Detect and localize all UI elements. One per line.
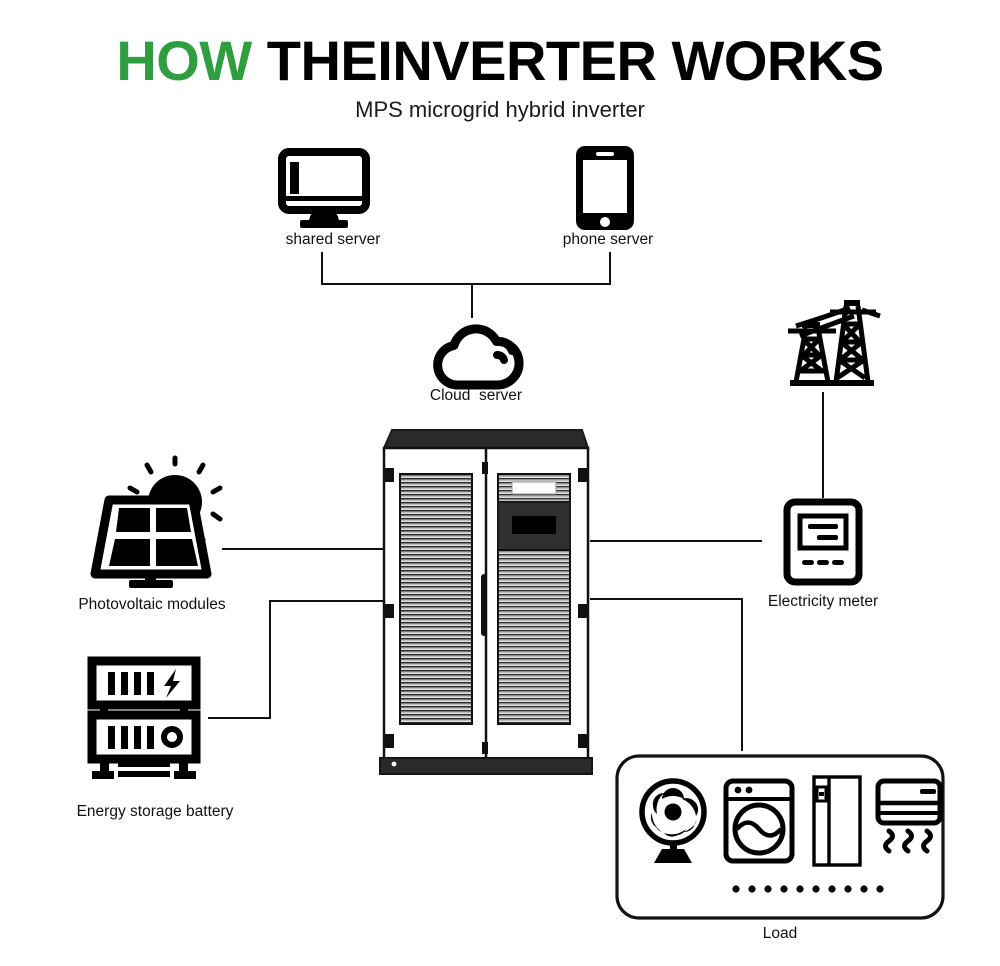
connector-battery-up: [269, 601, 271, 719]
electricity-meter-label: Electricity meter: [767, 593, 879, 610]
connector-inverter-to-meter: [590, 540, 762, 542]
cloud-wifi-icon: [433, 324, 524, 390]
connector-phone-server-down: [609, 252, 611, 284]
smartphone-icon: [576, 146, 634, 230]
connector-battery-right: [208, 717, 270, 719]
connector-inverter-to-load: [590, 598, 742, 600]
electric-meter-icon: [783, 498, 863, 586]
page-title: HOW THEINVERTER WORKS: [0, 28, 1000, 93]
load-label: Load: [762, 925, 798, 942]
pv-modules-label: Photovoltaic modules: [78, 596, 226, 613]
shared-server-label: shared server: [285, 231, 381, 248]
connector-server-bus: [321, 283, 611, 285]
load-dots: [732, 885, 884, 893]
cloud-server-node: [430, 313, 524, 393]
electricity-meter-node: [783, 498, 863, 586]
connector-load-down: [741, 598, 743, 751]
monitor-icon: [278, 148, 370, 228]
phone-server-label: phone server: [562, 231, 654, 248]
inverter-cabinet-icon: [379, 429, 593, 775]
connector-pv-to-inverter: [222, 548, 385, 550]
refrigerator-icon: [812, 775, 862, 867]
load-node: [614, 753, 946, 921]
connector-bus-to-cloud: [471, 283, 473, 318]
connector-grid-to-meter: [822, 392, 824, 498]
battery-node: [84, 655, 204, 783]
battery-rack-icon: [87, 656, 201, 779]
title-highlight: HOW: [116, 29, 252, 92]
inverter-node: [378, 426, 594, 778]
load-box-icon: [615, 754, 945, 920]
page-subtitle: MPS microgrid hybrid inverter: [355, 97, 645, 122]
washing-machine-icon: [723, 778, 795, 864]
air-conditioner-icon: [875, 778, 943, 854]
fan-icon: [639, 778, 707, 863]
transmission-tower-icon: [788, 300, 881, 386]
shared-server-node: [278, 148, 370, 230]
power-grid-node: [770, 300, 882, 392]
connector-shared-server-down: [321, 252, 323, 284]
phone-server-node: [574, 144, 636, 232]
pv-modules-node: [75, 455, 223, 588]
title-rest: THEINVERTER WORKS: [251, 29, 884, 92]
cloud-server-label: Cloud server: [429, 387, 523, 404]
connector-battery-to-inverter: [269, 600, 385, 602]
solar-panel-icon: [90, 455, 223, 588]
battery-label: Energy storage battery: [76, 803, 234, 820]
